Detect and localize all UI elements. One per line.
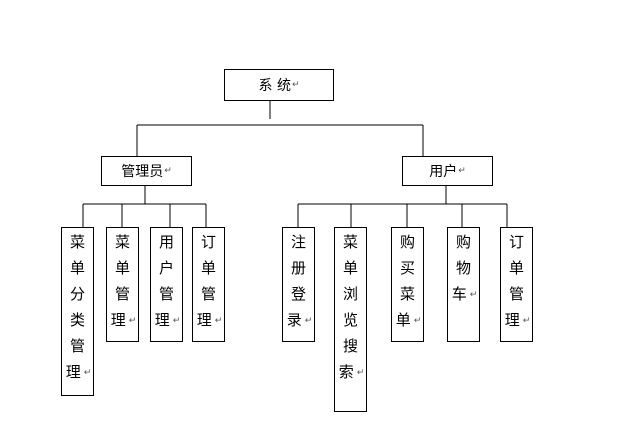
- leaf-char: 理: [196, 311, 212, 329]
- leaf-char: 单: [508, 259, 524, 277]
- return-mark-icon: ↵: [83, 367, 92, 378]
- root-node: 系 统↵: [224, 69, 334, 101]
- return-mark-icon: ↵: [413, 315, 422, 326]
- leaf-char: 类: [69, 311, 85, 329]
- return-mark-icon: ↵: [128, 315, 137, 326]
- leaf-char: 单: [200, 259, 216, 277]
- leaf-char: 登: [290, 285, 306, 303]
- user-node: 用户↵: [402, 156, 493, 186]
- leaf-char: 搜: [342, 337, 358, 355]
- leaf-char: 浏: [342, 285, 358, 303]
- leaf-char: 管: [114, 285, 130, 303]
- root-label: 系 统: [258, 78, 291, 94]
- leaf-char: 注: [290, 233, 306, 251]
- leaf-char: 户: [158, 259, 174, 277]
- leaf-char: 菜: [342, 233, 358, 251]
- leaf-char: 物: [455, 259, 471, 277]
- leaf-char: 理: [154, 311, 170, 329]
- leaf-char: 购: [399, 233, 415, 251]
- leaf-char: 买: [399, 259, 415, 277]
- return-mark-icon: ↵: [469, 289, 478, 300]
- leaf-char: 用: [158, 233, 174, 251]
- leaf-char: 管: [158, 285, 174, 303]
- leaf-char: 管: [508, 285, 524, 303]
- return-mark-icon: ↵: [458, 166, 466, 176]
- leaf-menu-management: 菜 单 管 理↵: [106, 227, 139, 342]
- leaf-user-management: 用 户 管 理↵: [150, 227, 183, 342]
- leaf-order-management-user: 订 单 管 理↵: [500, 227, 533, 342]
- leaf-char: 单: [342, 259, 358, 277]
- return-mark-icon: ↵: [522, 315, 531, 326]
- leaf-char: 管: [200, 285, 216, 303]
- return-mark-icon: ↵: [356, 367, 365, 378]
- user-label: 用户: [429, 164, 458, 180]
- leaf-char: 菜: [69, 233, 85, 251]
- leaf-char: 管: [69, 337, 85, 355]
- admin-node: 管理员↵: [101, 156, 192, 186]
- leaf-buy-menu: 购 买 菜 单↵: [391, 227, 424, 342]
- leaf-char: 理: [65, 363, 81, 381]
- admin-label: 管理员: [121, 164, 164, 180]
- leaf-order-management-admin: 订 单 管 理↵: [192, 227, 225, 342]
- return-mark-icon: ↵: [214, 315, 223, 326]
- leaf-char: 理: [504, 311, 520, 329]
- leaf-char: 菜: [114, 233, 130, 251]
- return-mark-icon: ↵: [164, 166, 172, 176]
- leaf-menu-browse-search: 菜 单 浏 览 搜 索↵: [334, 227, 367, 412]
- leaf-char: 菜: [399, 285, 415, 303]
- return-mark-icon: ↵: [172, 315, 181, 326]
- leaf-char: 订: [200, 233, 216, 251]
- leaf-char: 单: [114, 259, 130, 277]
- leaf-char: 录: [286, 311, 302, 329]
- leaf-char: 索: [338, 363, 354, 381]
- leaf-char: 订: [508, 233, 524, 251]
- leaf-char: 单: [69, 259, 85, 277]
- leaf-char: 册: [290, 259, 306, 277]
- return-mark-icon: ↵: [304, 315, 313, 326]
- leaf-char: 车: [451, 285, 467, 303]
- leaf-char: 览: [342, 311, 358, 329]
- leaf-category-management: 菜 单 分 类 管 理↵: [61, 227, 94, 396]
- leaf-char: 单: [395, 311, 411, 329]
- leaf-char: 分: [69, 285, 85, 303]
- return-mark-icon: ↵: [291, 80, 300, 90]
- leaf-shopping-cart: 购 物 车↵: [447, 227, 480, 342]
- leaf-char: 购: [455, 233, 471, 251]
- leaf-register-login: 注 册 登 录↵: [282, 227, 315, 342]
- leaf-char: 理: [110, 311, 126, 329]
